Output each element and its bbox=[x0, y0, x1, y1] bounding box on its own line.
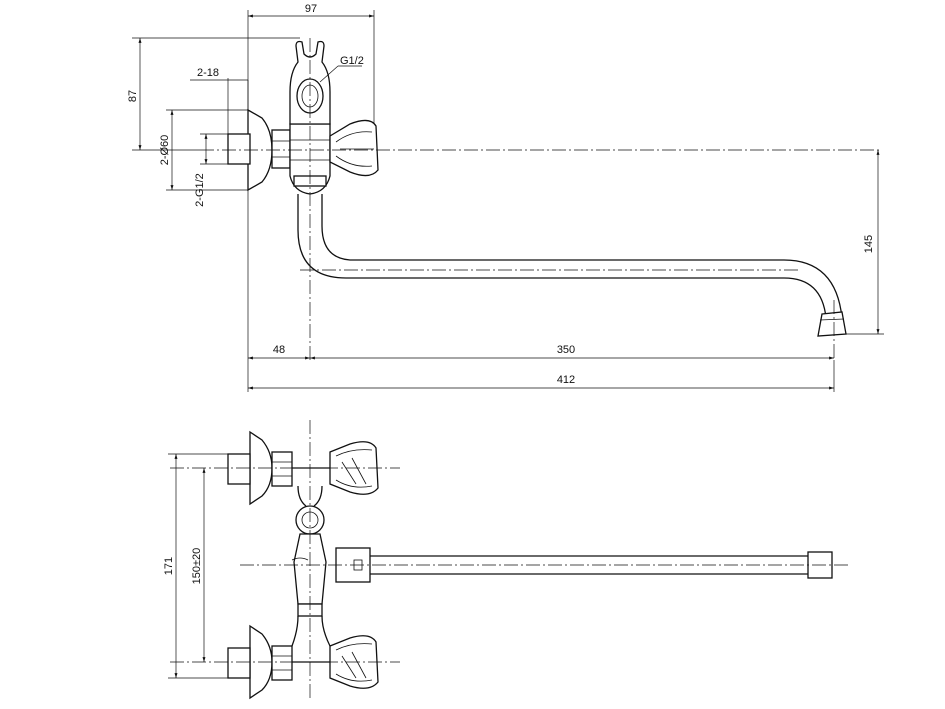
spout bbox=[297, 194, 847, 337]
dim-412-label: 412 bbox=[557, 374, 575, 386]
dim-2-18-label: 2-18 bbox=[197, 67, 219, 79]
dim-48-label: 48 bbox=[273, 344, 285, 356]
dim-g1-2: G1/2 bbox=[319, 55, 364, 83]
dim-2-d60-label: 2-Ø60 bbox=[159, 135, 171, 166]
dim-87-label: 87 bbox=[127, 90, 139, 102]
mixer-body-top bbox=[291, 485, 331, 647]
dim-412: 412 bbox=[248, 360, 835, 392]
top-view: 171 150±20 bbox=[163, 420, 850, 700]
dim-145: 145 bbox=[846, 150, 884, 335]
dim-97: 97 bbox=[247, 3, 375, 124]
dim-350-label: 350 bbox=[557, 344, 575, 356]
dim-48-350: 48 350 bbox=[247, 190, 834, 392]
handle-side bbox=[329, 119, 379, 177]
dim-2-g1-2-label: 2-G1/2 bbox=[194, 173, 206, 207]
dim-2-18: 2-18 bbox=[190, 67, 249, 134]
dim-g1-2-label: G1/2 bbox=[340, 55, 364, 67]
wall-flange bbox=[227, 108, 291, 192]
front-view: 97 87 2-18 2-Ø60 2-G1/2 bbox=[127, 3, 884, 392]
dim-97-label: 97 bbox=[305, 3, 317, 15]
dim-2-d60: 2-Ø60 bbox=[159, 109, 248, 191]
dim-87: 87 bbox=[127, 37, 300, 151]
dim-150-label: 150±20 bbox=[191, 548, 203, 585]
dim-145-label: 145 bbox=[863, 235, 875, 253]
dim-171: 171 bbox=[163, 453, 228, 679]
dim-171-label: 171 bbox=[163, 557, 175, 575]
dim-150: 150±20 bbox=[191, 468, 206, 662]
dim-2-g1-2: 2-G1/2 bbox=[194, 133, 228, 207]
